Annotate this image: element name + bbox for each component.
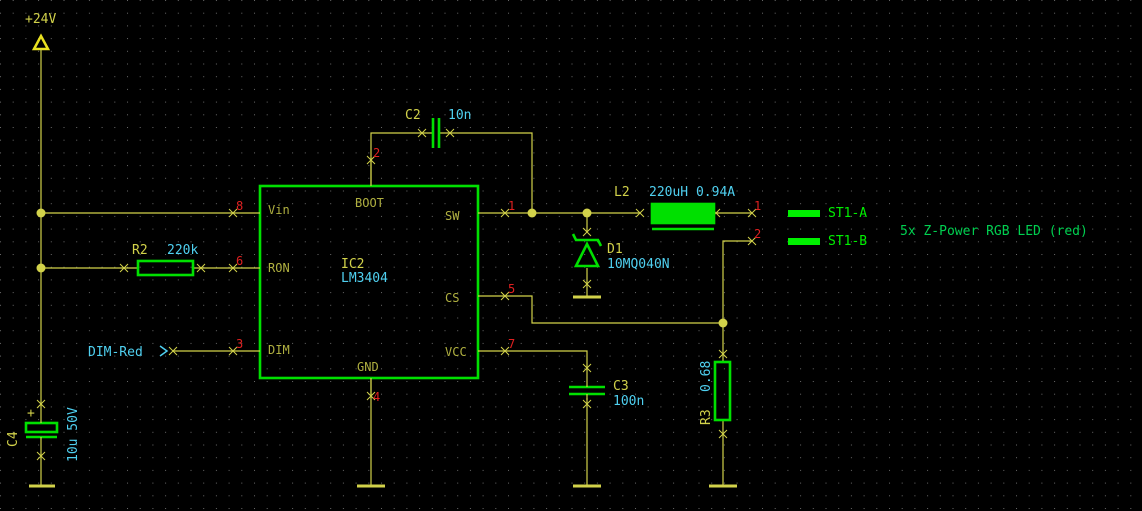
resistor-icon <box>136 259 195 277</box>
d1-value: 10MQ040N <box>607 257 670 272</box>
junctions <box>36 208 728 328</box>
ic2-lm3404[interactable]: IC2 LM3404 8 Vin 6 RON 3 DIM 2 BOOT 4 GN… <box>233 146 515 404</box>
pin-number-vcc: 7 <box>508 337 515 351</box>
pin-number-sw: 1 <box>508 199 515 213</box>
inductor-l2[interactable]: L2 220uH 0.94A <box>614 185 735 231</box>
pin-number-vin: 8 <box>236 199 243 213</box>
connector-label-a: ST1-A <box>828 206 867 221</box>
d1-ref: D1 <box>607 242 623 257</box>
pin-name-gnd: GND <box>357 360 379 374</box>
capacitor-c3[interactable]: C3 100n <box>569 379 644 409</box>
dim-net-label: DIM-Red <box>88 345 143 360</box>
c3-value: 100n <box>613 394 644 409</box>
c2-value: 10n <box>448 108 471 123</box>
capacitor-c4[interactable]: + C4 10u 50V <box>6 406 81 462</box>
connector-pin2-number: 2 <box>754 227 761 241</box>
pin-name-cs: CS <box>445 291 459 305</box>
ic-ref: IC2 <box>341 257 364 272</box>
net-label-dim-red[interactable]: DIM-Red <box>88 345 169 360</box>
pin-number-ron: 6 <box>236 254 243 268</box>
pin-name-ron: RON <box>268 261 290 275</box>
input-arrow-icon <box>159 345 169 357</box>
l2-value: 220uH 0.94A <box>649 185 735 200</box>
led-note: 5x Z-Power RGB LED (red) <box>900 224 1088 239</box>
pin-number-gnd: 4 <box>373 390 380 404</box>
resistor-r3[interactable]: R3 0.68 <box>699 360 732 425</box>
capacitor-c2[interactable]: C2 10n <box>405 108 471 148</box>
c2-ref: C2 <box>405 108 421 123</box>
connector-pad-a-icon <box>788 210 820 217</box>
resistor-icon <box>713 360 732 422</box>
c4-value: 10u 50V <box>66 407 81 462</box>
c3-ref: C3 <box>613 379 629 394</box>
power-label: +24V <box>25 12 56 27</box>
ic-body <box>258 184 480 380</box>
l2-ref: L2 <box>614 185 630 200</box>
r2-ref: R2 <box>132 243 148 258</box>
ic-value: LM3404 <box>341 271 388 286</box>
pin-name-dim: DIM <box>268 343 290 357</box>
c4-ref: C4 <box>6 431 21 447</box>
r3-ref: R3 <box>699 409 714 425</box>
connector-label-b: ST1-B <box>828 234 867 249</box>
ground-symbols <box>29 295 737 488</box>
polarity-plus-icon: + <box>27 406 35 421</box>
resistor-r2[interactable]: R2 220k <box>124 243 233 277</box>
r3-value: 0.68 <box>699 361 714 392</box>
pin-name-vcc: VCC <box>445 345 467 359</box>
inductor-icon <box>650 202 716 225</box>
pin-number-cs: 5 <box>508 282 515 296</box>
pin-name-vin: Vin <box>268 203 290 217</box>
pin-name-sw: SW <box>445 209 460 223</box>
pin-number-boot: 2 <box>373 146 380 160</box>
pin-number-dim: 3 <box>236 337 243 351</box>
connector-pad-b-icon <box>788 238 820 245</box>
connector-st1[interactable]: 1 2 ST1-A ST1-B <box>754 199 867 249</box>
connector-pin1-number: 1 <box>754 199 761 213</box>
diode-d1[interactable]: D1 10MQ040N <box>571 233 670 272</box>
r2-value: 220k <box>167 243 198 258</box>
pin-name-boot: BOOT <box>355 196 384 210</box>
diode-icon <box>573 241 601 268</box>
